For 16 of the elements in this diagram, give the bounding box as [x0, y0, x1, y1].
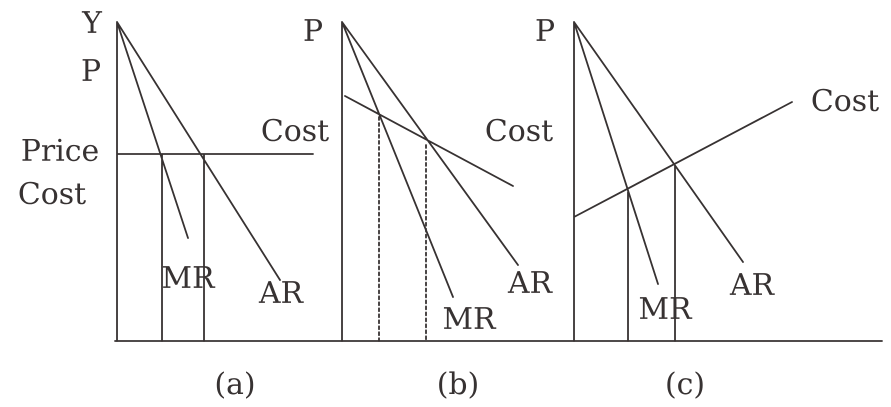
- axis-label: Cost: [20, 182, 86, 204]
- curve-label: MR: [444, 307, 496, 329]
- curve-label: Cost: [812, 88, 879, 112]
- axis-label: P: [82, 59, 100, 81]
- panel-label: (c): [667, 371, 703, 399]
- curve-label: AR: [258, 281, 304, 303]
- axis-label: Y: [82, 11, 102, 33]
- panel-label: (a): [216, 371, 254, 399]
- curve-label: Cost: [262, 118, 329, 142]
- curve-label: AR: [730, 273, 775, 295]
- curve-label: Cost: [486, 118, 553, 142]
- axis-label: Price: [22, 138, 98, 162]
- axis-label: P: [304, 19, 322, 41]
- curve-label: AR: [508, 271, 553, 293]
- panel-label: (b): [439, 371, 477, 399]
- axis-label: P: [536, 19, 554, 41]
